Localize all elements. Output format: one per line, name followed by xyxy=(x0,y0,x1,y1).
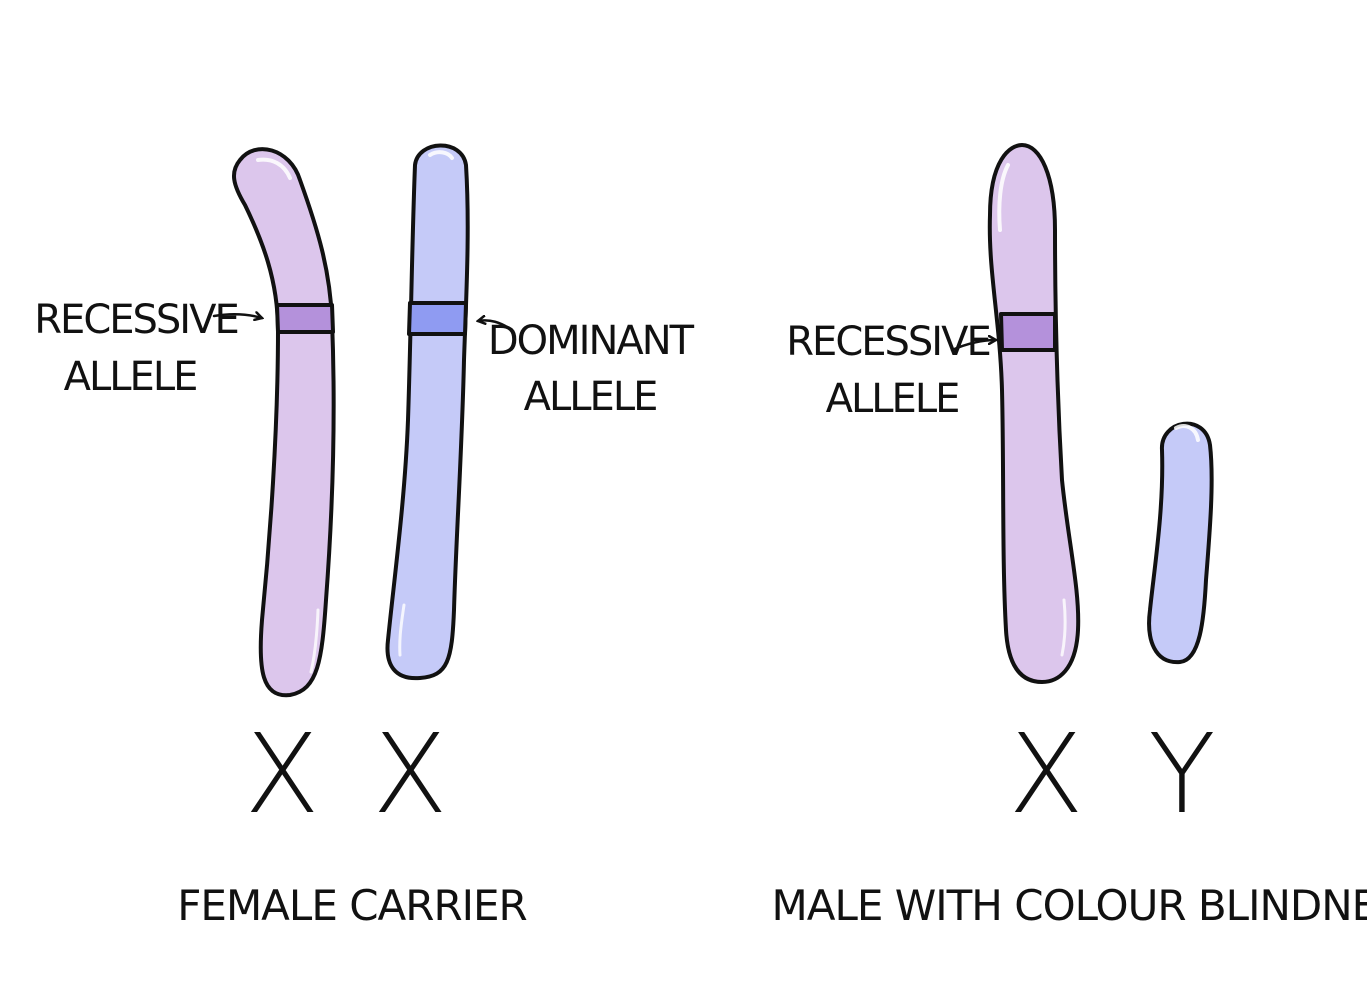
female-recessive-arrow xyxy=(212,314,262,318)
female-x2-allele-band xyxy=(407,301,468,336)
female-x1-body xyxy=(232,147,336,698)
female-x1-highlight-lower xyxy=(309,608,320,674)
male-y-chromosome xyxy=(1147,421,1214,665)
male-x-highlight xyxy=(997,163,1010,232)
female-x2-highlight-lower xyxy=(398,603,406,657)
female-x-chromosome-dominant xyxy=(385,143,470,681)
male-y-highlight xyxy=(1174,424,1200,442)
female-dominant-label-line2: ALLELE xyxy=(524,374,657,420)
male-colour-blind-group: RECESSIVE ALLELE X Y MALE WITH COLOUR BL… xyxy=(771,143,1367,930)
female-x2-letter: X xyxy=(372,710,447,838)
female-carrier-group: RECESSIVE ALLELE DOMINANT ALLELE X X FEM… xyxy=(34,143,697,930)
male-y-body xyxy=(1147,421,1214,665)
female-caption: FEMALE CARRIER xyxy=(177,881,526,930)
female-x1-allele-band xyxy=(275,303,335,334)
female-x2-body xyxy=(385,143,470,681)
male-recessive-label-line1: RECESSIVE xyxy=(786,319,989,365)
male-x-chromosome-recessive xyxy=(987,143,1081,684)
male-x-allele-band xyxy=(999,312,1057,352)
female-recessive-label-line2: ALLELE xyxy=(64,354,197,400)
male-x-highlight-lower xyxy=(1060,598,1067,657)
female-dominant-arrow xyxy=(478,320,514,332)
male-x-body xyxy=(987,143,1081,684)
male-recessive-arrow xyxy=(950,340,996,352)
female-x-chromosome-recessive xyxy=(232,147,336,698)
female-x1-letter: X xyxy=(244,710,319,838)
female-x2-highlight xyxy=(428,150,454,160)
female-x1-highlight xyxy=(256,157,292,180)
female-recessive-label-line1: RECESSIVE xyxy=(34,297,237,343)
male-x-letter: X xyxy=(1008,710,1083,838)
male-recessive-label-line2: ALLELE xyxy=(826,376,959,422)
male-caption: MALE WITH COLOUR BLINDNESS xyxy=(771,881,1367,930)
female-dominant-label-line1: DOMINANT xyxy=(488,318,695,364)
male-y-letter: Y xyxy=(1148,710,1215,838)
